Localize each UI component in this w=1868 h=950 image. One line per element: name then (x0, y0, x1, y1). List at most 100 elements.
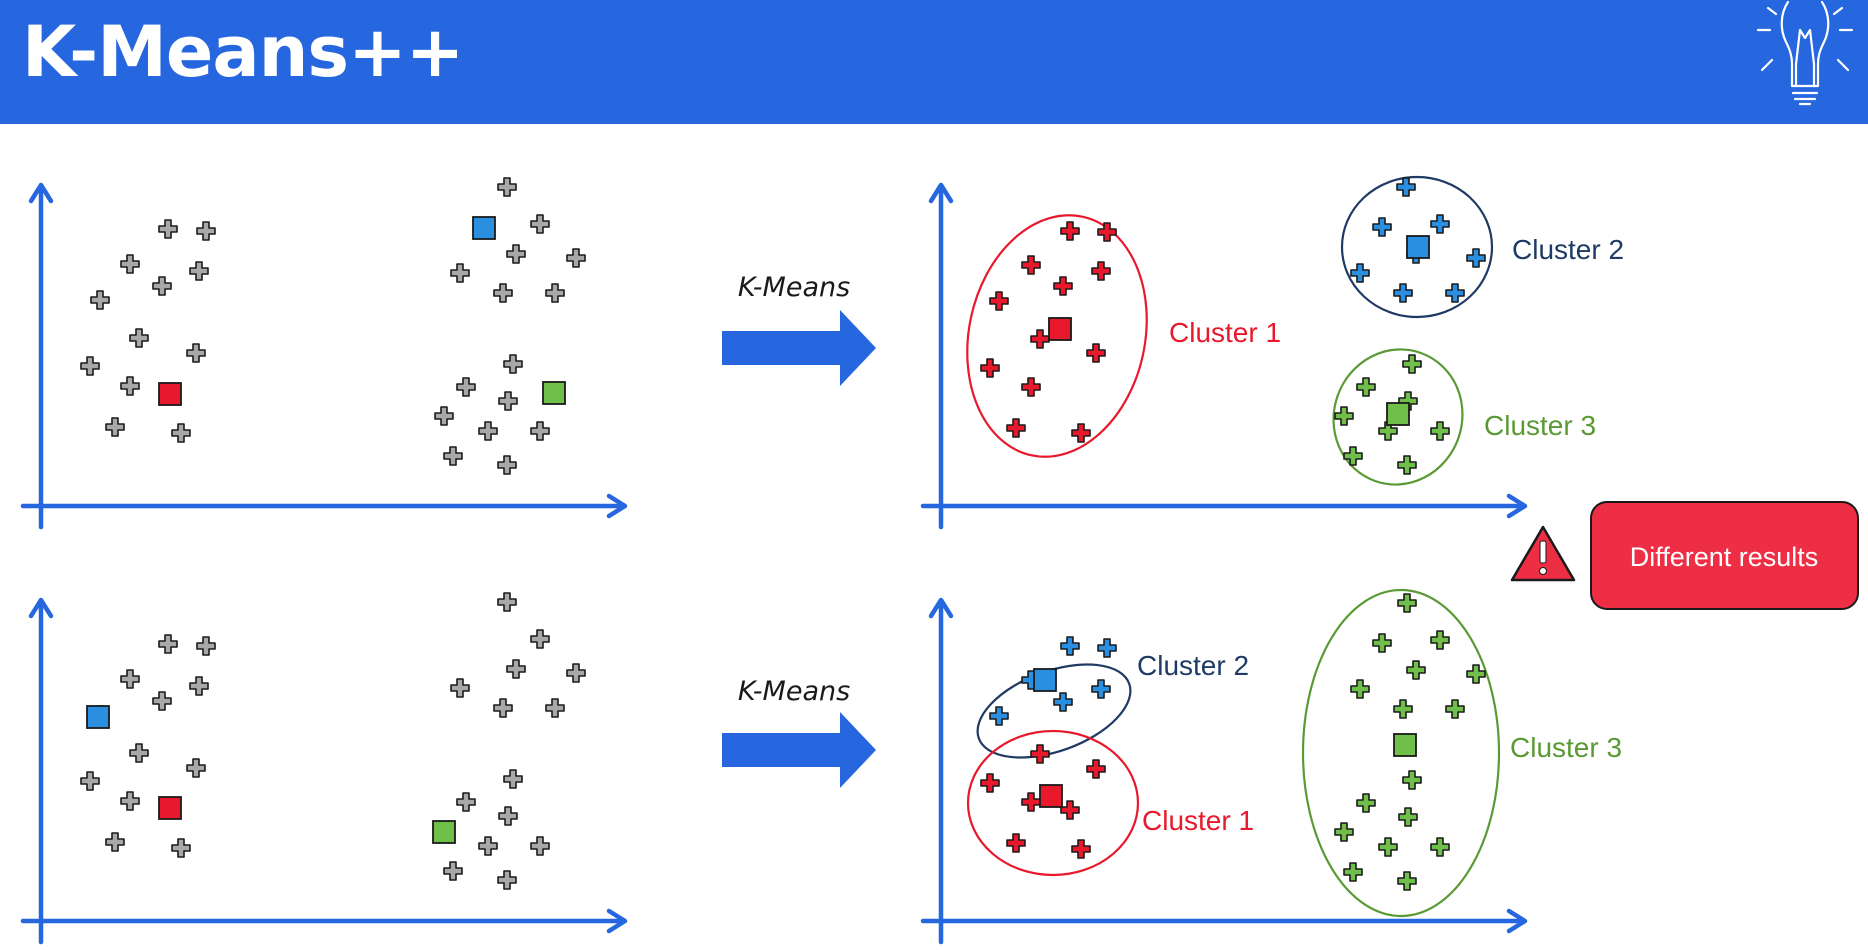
point-bottom-left (503, 769, 523, 789)
point-bottom-left (478, 836, 498, 856)
point-bottom-left (80, 771, 100, 791)
point-top-cluster-3 (1334, 406, 1354, 426)
point-top-left (545, 283, 565, 303)
axes-top-right (920, 182, 1528, 530)
point-top-left (503, 354, 523, 374)
point-top-left (530, 421, 550, 441)
point-top-left (456, 377, 476, 397)
point-top-left (450, 263, 470, 283)
x-axis-arrowhead (1506, 908, 1528, 934)
point-top-cluster-1 (989, 291, 1009, 311)
point-top-cluster-1 (1060, 221, 1080, 241)
point-bottom-left (530, 836, 550, 856)
point-top-cluster-3 (1356, 377, 1376, 397)
point-top-left (80, 356, 100, 376)
different-results-callout: Different results (1590, 501, 1859, 610)
x-axis-arrowhead (1506, 493, 1528, 519)
centroid-bottom-left-green (432, 820, 456, 844)
point-top-left (566, 248, 586, 268)
point-bottom-left (171, 838, 191, 858)
point-top-cluster-1 (1053, 276, 1073, 296)
point-bottom-left (443, 861, 463, 881)
centroid-bottom-cluster-1 (1039, 784, 1063, 808)
kmeans-arrow-label-top: K-Means (738, 272, 850, 303)
centroids-layer (86, 216, 1430, 844)
point-bottom-cluster-3 (1378, 837, 1398, 857)
point-top-left (434, 406, 454, 426)
point-top-left (158, 219, 178, 239)
point-bottom-cluster-3 (1343, 862, 1363, 882)
point-top-left (497, 177, 517, 197)
bottom-cluster-3-label: Cluster 3 (1510, 732, 1622, 763)
point-top-left (189, 261, 209, 281)
point-bottom-cluster-3 (1372, 633, 1392, 653)
point-top-left (152, 276, 172, 296)
bottom-cluster-1-label: Cluster 1 (1142, 805, 1254, 836)
point-bottom-left (530, 629, 550, 649)
centroid-top-left-blue (472, 216, 496, 240)
point-bottom-cluster-3 (1397, 871, 1417, 891)
point-bottom-cluster-3 (1466, 664, 1486, 684)
point-top-cluster-2 (1372, 217, 1392, 237)
point-bottom-left (158, 634, 178, 654)
point-bottom-left (456, 792, 476, 812)
y-axis-arrowhead (28, 597, 54, 619)
point-bottom-left (120, 791, 140, 811)
point-top-cluster-1 (1030, 329, 1050, 349)
point-bottom-left (498, 806, 518, 826)
kmeans-arrow-label-bottom: K-Means (738, 676, 850, 707)
warning-triangle-icon (1510, 525, 1576, 582)
kmeans-arrow-top: K-Means (722, 272, 876, 386)
point-top-left (171, 423, 191, 443)
top-cluster-3-label: Cluster 3 (1484, 410, 1596, 441)
point-bottom-cluster-1 (1060, 800, 1080, 820)
x-axis-arrowhead (606, 493, 628, 519)
point-top-cluster-3 (1343, 446, 1363, 466)
point-bottom-left (105, 832, 125, 852)
y-axis-arrowhead (928, 597, 954, 619)
point-bottom-left (497, 870, 517, 890)
point-top-left (497, 455, 517, 475)
point-top-cluster-2 (1396, 177, 1416, 197)
point-top-cluster-1 (1021, 377, 1041, 397)
top-cluster-2-label: Cluster 2 (1512, 234, 1624, 265)
point-top-left (186, 343, 206, 363)
page-title: K-Means++ (22, 11, 464, 93)
point-bottom-cluster-2 (1060, 636, 1080, 656)
axes-layer (20, 182, 1528, 945)
point-bottom-left (186, 758, 206, 778)
point-bottom-left (506, 659, 526, 679)
point-bottom-cluster-3 (1397, 593, 1417, 613)
axes-bottom-left (20, 597, 628, 945)
point-bottom-left (129, 743, 149, 763)
centroid-top-left-green (542, 381, 566, 405)
point-top-cluster-2 (1393, 283, 1413, 303)
x-axis-arrowhead (606, 908, 628, 934)
point-bottom-cluster-3 (1430, 837, 1450, 857)
header-bar: K-Means++ (0, 0, 1868, 124)
point-top-cluster-3 (1397, 455, 1417, 475)
centroid-top-cluster-3 (1386, 402, 1410, 426)
lightbulb-icon (1756, 0, 1854, 106)
point-bottom-cluster-1 (1006, 833, 1026, 853)
point-bottom-cluster-3 (1356, 793, 1376, 813)
point-bottom-left (545, 698, 565, 718)
centroid-bottom-left-red (158, 796, 182, 820)
point-top-cluster-1 (980, 358, 1000, 378)
top-cluster-3-outline (1332, 348, 1464, 486)
point-top-cluster-1 (1071, 423, 1091, 443)
y-axis-arrowhead (928, 182, 954, 204)
point-top-left (196, 221, 216, 241)
point-bottom-left (493, 698, 513, 718)
point-top-cluster-1 (1091, 261, 1111, 281)
point-top-cluster-3 (1430, 421, 1450, 441)
point-bottom-cluster-3 (1406, 660, 1426, 680)
point-top-left (530, 214, 550, 234)
point-top-cluster-1 (1021, 255, 1041, 275)
point-top-left (478, 421, 498, 441)
centroid-bottom-cluster-2 (1033, 668, 1057, 692)
axes-bottom-right (920, 597, 1528, 945)
point-top-left (493, 283, 513, 303)
point-bottom-cluster-1 (1021, 792, 1041, 812)
